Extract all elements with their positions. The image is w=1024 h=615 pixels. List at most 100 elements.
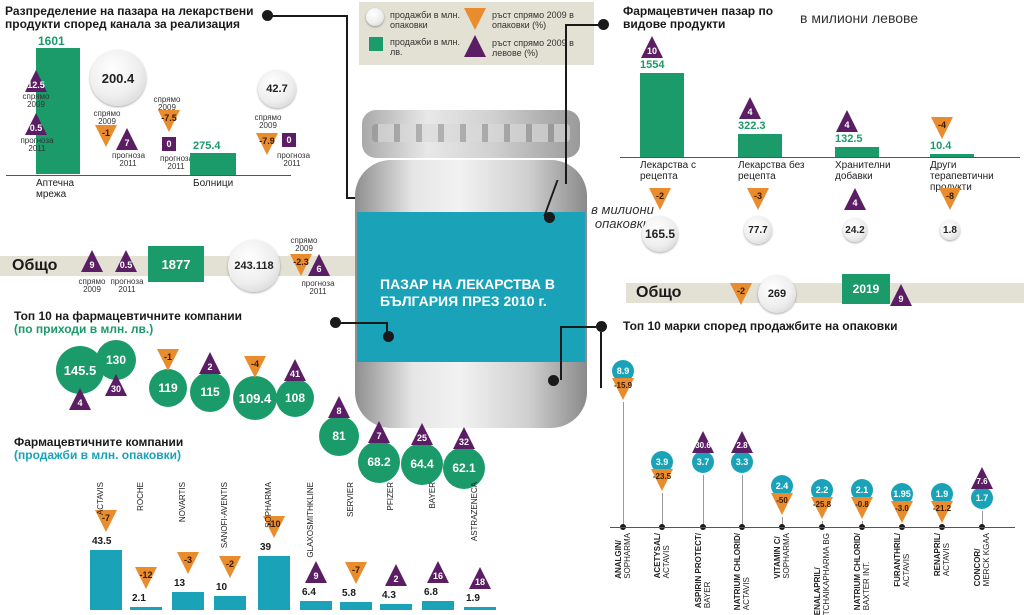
brands-tri-value: -25.8 bbox=[812, 500, 832, 509]
baseline bbox=[6, 175, 291, 176]
companies-bar bbox=[300, 601, 332, 610]
companies-name: ASTRAZENECA bbox=[470, 482, 479, 542]
jar-lid-rim bbox=[372, 124, 570, 142]
brands-tri bbox=[731, 431, 753, 453]
companies-bar bbox=[90, 550, 122, 610]
connector-line bbox=[386, 322, 388, 336]
pharmacy-value: 1601 bbox=[38, 34, 65, 48]
top10rev-tri bbox=[453, 427, 475, 449]
legend-white-circle-icon bbox=[366, 8, 384, 26]
brands-name: ENALAPRIL/ bbox=[813, 567, 822, 615]
hospitals-value-tri bbox=[158, 110, 180, 132]
pharmacy-forecast-label: прогноза 2011 bbox=[20, 136, 54, 153]
brands-stem bbox=[982, 511, 983, 525]
hospitals-forecast-label-2: прогноза 2011 bbox=[160, 154, 194, 171]
brands-circle: 3.3 bbox=[731, 451, 753, 473]
companies-bar bbox=[258, 556, 290, 610]
companies-tri-value: -7 bbox=[351, 565, 360, 575]
companies-tri-value: -7 bbox=[101, 513, 110, 523]
brands-label: ASPIRIN PROTECT/BAYER bbox=[694, 533, 712, 608]
companies-tri bbox=[345, 562, 367, 584]
types-units-circle: 165.5 bbox=[642, 216, 678, 252]
brands-tri-value: -0.8 bbox=[855, 500, 869, 509]
top10rev-tri bbox=[199, 352, 221, 374]
total1-forecast-value: 0.5 bbox=[119, 260, 133, 270]
companies-tri bbox=[427, 561, 449, 583]
brands-label: RENAPRIL/ACTAVIS bbox=[933, 533, 951, 576]
top10rev-tri bbox=[105, 374, 127, 396]
companies-bar bbox=[214, 596, 246, 610]
hospitals-label: Болници bbox=[193, 178, 234, 189]
jar-title: ПАЗАР НА ЛЕКАРСТВА В БЪЛГАРИЯ ПРЕЗ 2010 … bbox=[380, 276, 556, 309]
top10rev-circle: 115 bbox=[190, 372, 230, 412]
companies-name: SERVIER bbox=[346, 482, 355, 517]
companies-value: 43.5 bbox=[92, 536, 112, 547]
hospitals-units-tri-2-value: -7.9 bbox=[259, 136, 275, 146]
brands-circle: 3.7 bbox=[692, 451, 714, 473]
brands-maker: ACTAVIS bbox=[662, 545, 671, 579]
top10rev-circle: 62.1 bbox=[443, 447, 485, 489]
types-growth-tri bbox=[739, 97, 761, 119]
legend-purple-tri-label: ръст спрямо 2009 в левове (%) bbox=[492, 38, 574, 58]
companies-tri-value: 18 bbox=[474, 577, 485, 587]
companies-value: 4.3 bbox=[382, 590, 396, 601]
hospitals-units-tri-value: -1 bbox=[101, 128, 110, 138]
pharmacy-growth-tri bbox=[25, 70, 47, 92]
total1-label: Общо bbox=[12, 257, 58, 274]
hospitals-forecast-units-tri bbox=[116, 128, 138, 150]
top10rev-tri-value: -1 bbox=[163, 352, 172, 362]
types-label: Лекарства без рецепта bbox=[738, 160, 805, 182]
top10rev-circle: 64.4 bbox=[401, 443, 443, 485]
total2-units-tri-value: -2 bbox=[736, 286, 745, 296]
section-bullet bbox=[598, 19, 609, 30]
companies-bar bbox=[172, 592, 204, 610]
brands-maker: SOPHARMA bbox=[623, 533, 632, 579]
brands-circle: 2.4 bbox=[771, 475, 793, 497]
top10rev-tri bbox=[157, 349, 179, 371]
companies-name: PFIZER bbox=[386, 482, 395, 511]
brands-stem bbox=[623, 402, 624, 525]
companies-tri bbox=[177, 552, 199, 574]
pharmacy-growth-label: спрямо 2009 bbox=[22, 92, 50, 109]
companies-tri-value: -2 bbox=[225, 559, 234, 569]
companies-value: 39 bbox=[260, 542, 272, 553]
types-growth-value: 4 bbox=[747, 107, 753, 117]
brands-title: Топ 10 марки според продажбите на опаков… bbox=[623, 319, 898, 333]
brands-tri bbox=[931, 501, 953, 523]
brands-stem bbox=[862, 521, 863, 525]
companies-value: 5.8 bbox=[342, 588, 356, 599]
companies-tri bbox=[135, 567, 157, 589]
companies-tri-value: 9 bbox=[313, 571, 319, 581]
types-growth-tri bbox=[836, 110, 858, 132]
brands-stem bbox=[662, 493, 663, 525]
brands-tri-value: -15.9 bbox=[613, 381, 633, 390]
top10rev-tri bbox=[244, 356, 266, 378]
top10rev-tri-value: 7 bbox=[376, 431, 382, 441]
total2-band bbox=[626, 283, 1024, 303]
legend-purple-tri-icon bbox=[464, 35, 486, 57]
types-growth-value: 4 bbox=[844, 120, 850, 130]
types-units-tri bbox=[649, 188, 671, 210]
section-bullet bbox=[596, 321, 607, 332]
companies-name: GLAXOSMITHKLINE bbox=[306, 482, 315, 558]
legend-orange-tri-icon bbox=[464, 8, 486, 30]
brands-maker: BAXTER INT. bbox=[862, 561, 871, 611]
connector-line bbox=[560, 326, 562, 380]
brands-stem bbox=[782, 517, 783, 525]
companies-name: NOVARTIS bbox=[178, 482, 187, 523]
brands-tri bbox=[851, 497, 873, 519]
section-bullet bbox=[330, 317, 341, 328]
companies-value: 6.4 bbox=[302, 587, 316, 598]
total1-vs2009-label: спрямо 2009 bbox=[290, 236, 318, 253]
total1-units-tri bbox=[290, 254, 312, 276]
brands-tri-value: 30.6 bbox=[695, 441, 711, 450]
top10rev-tri-value: 41 bbox=[289, 369, 300, 379]
brands-maker: MERCK KGAA bbox=[982, 533, 991, 587]
companies-bar bbox=[130, 607, 162, 610]
pharmacy-bar bbox=[36, 48, 80, 174]
companies-tri bbox=[469, 567, 491, 589]
top10rev-circle: 130 bbox=[96, 340, 136, 380]
top10rev-tri bbox=[69, 388, 91, 410]
companies-bar bbox=[380, 604, 412, 610]
types-units-circle: 77.7 bbox=[744, 216, 772, 244]
